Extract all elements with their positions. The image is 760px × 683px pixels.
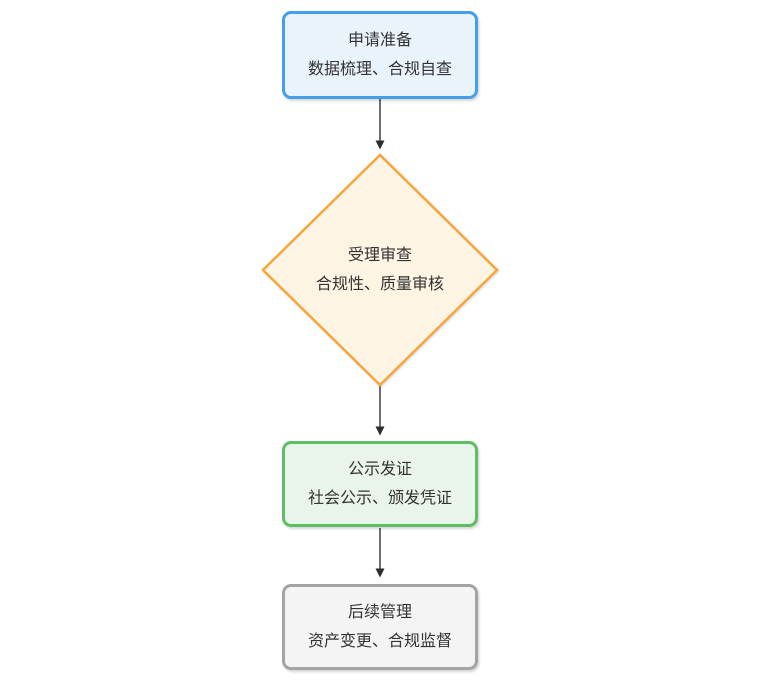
node-title: 公示发证 xyxy=(347,461,412,478)
node-acceptance-review-label: 受理审查 合规性、质量审核 xyxy=(270,241,490,299)
node-follow-up-management: 后续管理 资产变更、合规监督 xyxy=(282,584,478,670)
node-subtitle: 数据梳理、合规自查 xyxy=(307,61,452,78)
node-application-preparation: 申请准备 数据梳理、合规自查 xyxy=(282,11,478,99)
node-title: 后续管理 xyxy=(347,604,412,621)
node-title: 申请准备 xyxy=(347,32,412,49)
node-subtitle: 合规性、质量审核 xyxy=(315,276,444,293)
node-title: 受理审查 xyxy=(347,247,412,264)
node-subtitle: 社会公示、颁发凭证 xyxy=(307,490,452,507)
node-publicity-certification: 公示发证 社会公示、颁发凭证 xyxy=(282,441,478,527)
node-subtitle: 资产变更、合规监督 xyxy=(307,633,452,650)
node-review-diamond-shape xyxy=(261,153,499,387)
